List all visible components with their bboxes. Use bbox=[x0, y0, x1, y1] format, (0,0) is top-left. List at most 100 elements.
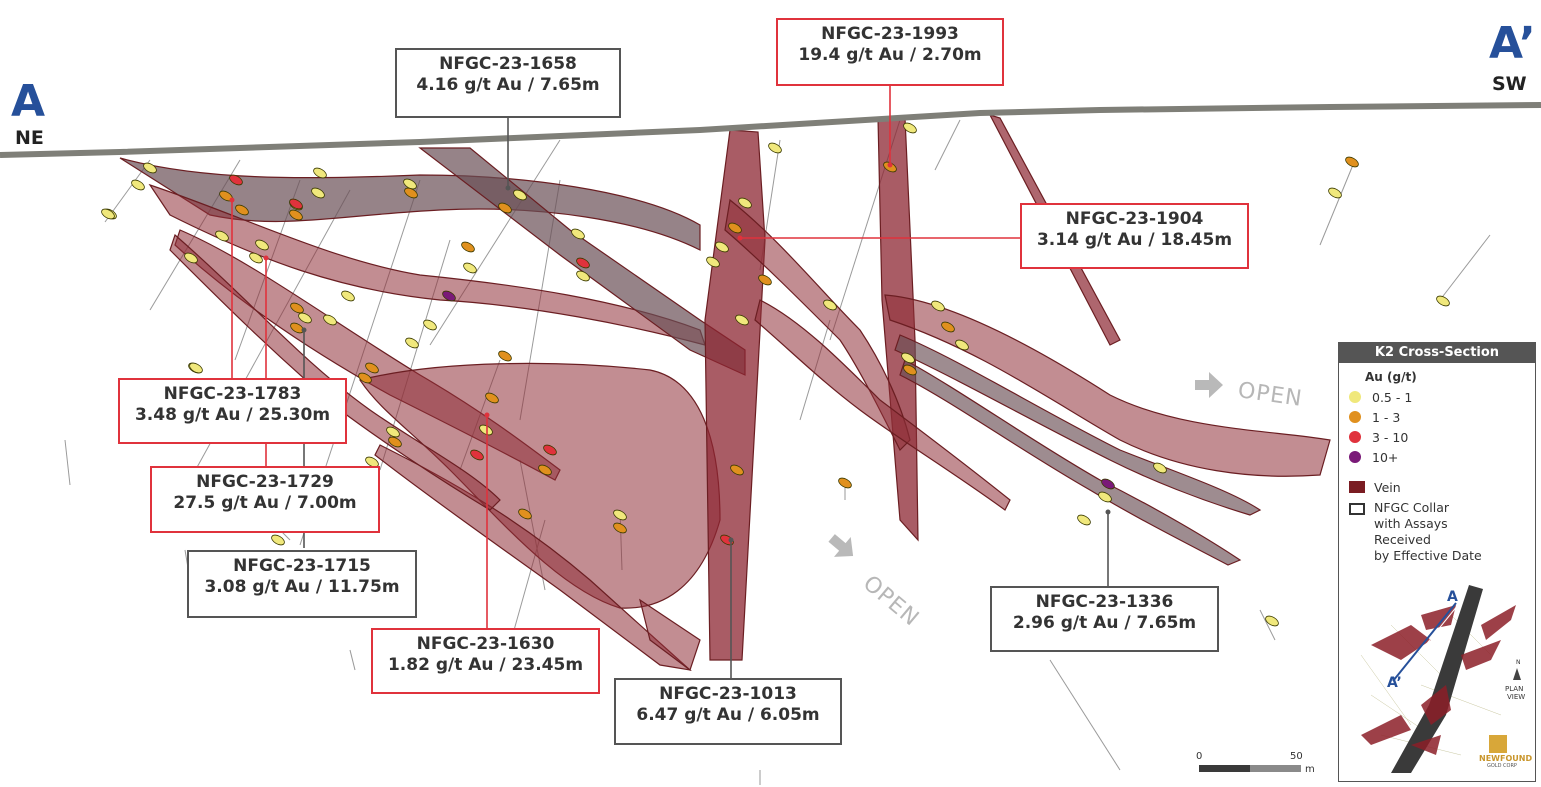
assay-interval-marker bbox=[403, 178, 417, 190]
assay-interval-marker bbox=[903, 122, 917, 134]
plan-view-map bbox=[1360, 585, 1516, 773]
section-start-direction: NE bbox=[15, 127, 44, 149]
callout-grade: 3.48 g/t Au / 25.30m bbox=[134, 405, 331, 425]
assay-interval-marker bbox=[543, 444, 557, 456]
assay-interval-marker bbox=[838, 477, 852, 489]
collar-swatch-icon bbox=[1349, 503, 1365, 515]
vein-steep-east bbox=[877, 117, 919, 542]
section-line bbox=[1392, 602, 1457, 682]
assay-interval-marker bbox=[184, 252, 198, 264]
callout-hole-id: NFGC-23-1630 bbox=[416, 634, 555, 654]
assay-interval-marker bbox=[768, 142, 782, 154]
assay-interval-marker bbox=[715, 241, 729, 253]
vein-east-band-2 bbox=[894, 334, 1262, 516]
grade-dot-icon bbox=[1349, 411, 1361, 423]
callout-grade: 2.96 g/t Au / 7.65m bbox=[1012, 613, 1197, 633]
callout-grade: 19.4 g/t Au / 2.70m bbox=[798, 45, 982, 65]
assay-interval-marker bbox=[143, 162, 157, 174]
assay-interval-marker bbox=[461, 241, 475, 253]
callout-leader-lines bbox=[229, 86, 1111, 678]
assay-interval-marker bbox=[758, 274, 772, 286]
callout-nfgc-23-1993: NFGC-23-1993 19.4 g/t Au / 2.70m bbox=[776, 18, 1004, 86]
topography-surface bbox=[0, 102, 1541, 158]
assay-interval-marker bbox=[538, 464, 552, 476]
legend-grade-label: 10+ bbox=[1372, 449, 1399, 465]
scale-max: 50 bbox=[1290, 751, 1303, 762]
assay-interval-marker bbox=[341, 290, 355, 302]
assay-interval-marker bbox=[249, 252, 263, 264]
assay-interval-marker bbox=[735, 314, 749, 326]
assay-interval-marker bbox=[189, 362, 203, 374]
assay-interval-marker bbox=[101, 208, 115, 220]
callout-nfgc-23-1336: NFGC-23-1336 2.96 g/t Au / 7.65m bbox=[990, 586, 1219, 652]
plan-view-inset: A A’ N PLAN VIEW NEWFOUND GOLD CORP bbox=[1351, 585, 1532, 773]
callout-nfgc-23-1630: NFGC-23-1630 1.82 g/t Au / 23.45m bbox=[371, 628, 600, 694]
assay-interval-marker bbox=[730, 464, 744, 476]
assay-interval-marker bbox=[613, 509, 627, 521]
vein-wedge-lower bbox=[639, 598, 701, 671]
assay-interval-marker bbox=[215, 230, 229, 242]
legend-au-heading: Au (g/t) bbox=[1365, 370, 1417, 384]
legend-grade-row: 1 - 3 bbox=[1349, 407, 1535, 427]
callout-grade: 6.47 g/t Au / 6.05m bbox=[636, 705, 820, 725]
assay-interval-marker bbox=[903, 364, 917, 376]
logo-line-2: GOLD CORP bbox=[1487, 763, 1517, 769]
grade-dot-icon bbox=[1349, 431, 1361, 443]
assay-interval-marker bbox=[571, 228, 585, 240]
legend-grade-row: 3 - 10 bbox=[1349, 427, 1535, 447]
assay-interval-marker bbox=[463, 262, 477, 274]
legend-grade-label: 3 - 10 bbox=[1372, 429, 1409, 445]
callout-hole-id: NFGC-23-1993 bbox=[821, 24, 959, 44]
vein-mid-dip-2 bbox=[754, 299, 1011, 511]
assay-interval-marker bbox=[423, 319, 437, 331]
assay-interval-marker bbox=[442, 290, 456, 302]
scale-unit: m bbox=[1305, 764, 1315, 775]
assay-interval-marker bbox=[229, 174, 243, 186]
callout-grade: 4.16 g/t Au / 7.65m bbox=[416, 75, 600, 95]
assay-interval-marker bbox=[311, 187, 325, 199]
assay-interval-marker bbox=[131, 179, 145, 191]
assay-interval-marker bbox=[404, 187, 418, 199]
vein-long-lower bbox=[169, 233, 501, 511]
assay-interval-marker bbox=[470, 449, 484, 461]
assay-interval-marker bbox=[955, 339, 969, 351]
assay-interval-marker bbox=[823, 299, 837, 311]
assay-interval-marker bbox=[289, 209, 303, 221]
vein-mid-dip-1 bbox=[724, 198, 911, 452]
assay-interval-marker bbox=[1436, 295, 1450, 307]
assay-interval-marker bbox=[271, 534, 285, 546]
assay-interval-marker bbox=[720, 534, 734, 546]
callout-grade: 3.08 g/t Au / 11.75m bbox=[204, 577, 400, 597]
plan-label-a-prime: A’ bbox=[1387, 675, 1402, 691]
assay-interval-marker bbox=[289, 198, 303, 210]
assay-interval-marker bbox=[576, 257, 590, 269]
section-end-direction: SW bbox=[1492, 73, 1527, 95]
open-arrow-right bbox=[1195, 372, 1223, 398]
assay-interval-marker bbox=[1101, 478, 1115, 490]
callout-hole-id: NFGC-23-1729 bbox=[196, 472, 334, 492]
legend-title: K2 Cross-Section bbox=[1339, 343, 1535, 363]
callout-hole-id: NFGC-23-1658 bbox=[439, 54, 577, 74]
scale-bar bbox=[1199, 765, 1301, 772]
vein-east-band-3 bbox=[899, 359, 1242, 566]
open-arrow-down-right bbox=[828, 534, 854, 557]
section-end-letter: A’ bbox=[1489, 18, 1536, 69]
assay-interval-marker bbox=[931, 300, 945, 312]
assay-interval-marker bbox=[513, 189, 527, 201]
assay-intervals bbox=[101, 122, 1450, 627]
plan-caption-2: VIEW bbox=[1507, 693, 1526, 701]
legend-grade-label: 1 - 3 bbox=[1372, 409, 1401, 425]
assay-interval-marker bbox=[313, 167, 327, 179]
assay-interval-marker bbox=[479, 424, 493, 436]
vein-steep-central bbox=[704, 129, 766, 661]
assay-interval-marker bbox=[518, 508, 532, 520]
plan-fault-zone bbox=[1391, 585, 1483, 773]
assay-interval-marker bbox=[1265, 615, 1279, 627]
callout-hole-id: NFGC-23-1715 bbox=[233, 556, 371, 576]
legend-collar-label: NFGC Collar with Assays Received by Effe… bbox=[1374, 500, 1482, 563]
assay-interval-marker bbox=[728, 222, 742, 234]
legend-vein-row: Vein bbox=[1349, 477, 1535, 497]
assay-interval-marker bbox=[365, 456, 379, 468]
assay-interval-marker bbox=[941, 321, 955, 333]
